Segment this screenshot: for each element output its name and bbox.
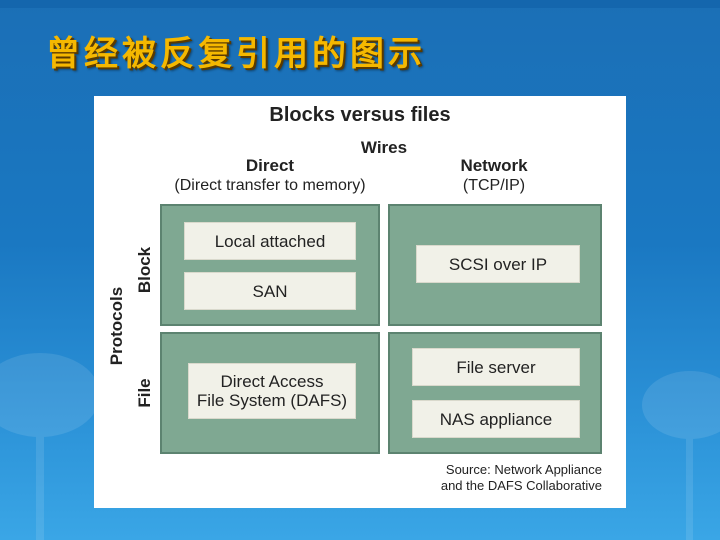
column-heading-network: Network bbox=[460, 156, 528, 175]
cell-block-direct: Local attached SAN bbox=[160, 204, 380, 326]
cell-block-network: SCSI over IP bbox=[388, 204, 602, 326]
row-label-file: File bbox=[135, 378, 154, 408]
box-nas-appliance: NAS appliance bbox=[412, 400, 580, 438]
box-file-server: File server bbox=[412, 348, 580, 386]
source-note: Source: Network Appliance and the DAFS C… bbox=[440, 462, 602, 493]
column-subheading-direct: (Direct transfer to memory) bbox=[174, 177, 366, 194]
row-label-block: Block bbox=[135, 246, 154, 294]
cell-file-direct: Direct Access File System (DAFS) bbox=[160, 332, 380, 454]
box-san: SAN bbox=[184, 272, 356, 310]
blocks-versus-files-figure: Blocks versus files Wires Direct (Direct… bbox=[94, 96, 626, 508]
column-heading-direct: Direct bbox=[245, 156, 295, 175]
figure-title: Blocks versus files bbox=[269, 104, 451, 126]
box-local-attached: Local attached bbox=[184, 222, 356, 260]
wires-label: Wires bbox=[360, 138, 408, 157]
protocols-label: Protocols bbox=[107, 286, 126, 366]
cell-file-network: File server NAS appliance bbox=[388, 332, 602, 454]
box-dafs: Direct Access File System (DAFS) bbox=[188, 363, 356, 419]
box-scsi-over-ip: SCSI over IP bbox=[416, 245, 580, 283]
column-subheading-network: (TCP/IP) bbox=[462, 177, 526, 194]
slide-title: 曾经被反复引用的图示 bbox=[46, 34, 426, 74]
